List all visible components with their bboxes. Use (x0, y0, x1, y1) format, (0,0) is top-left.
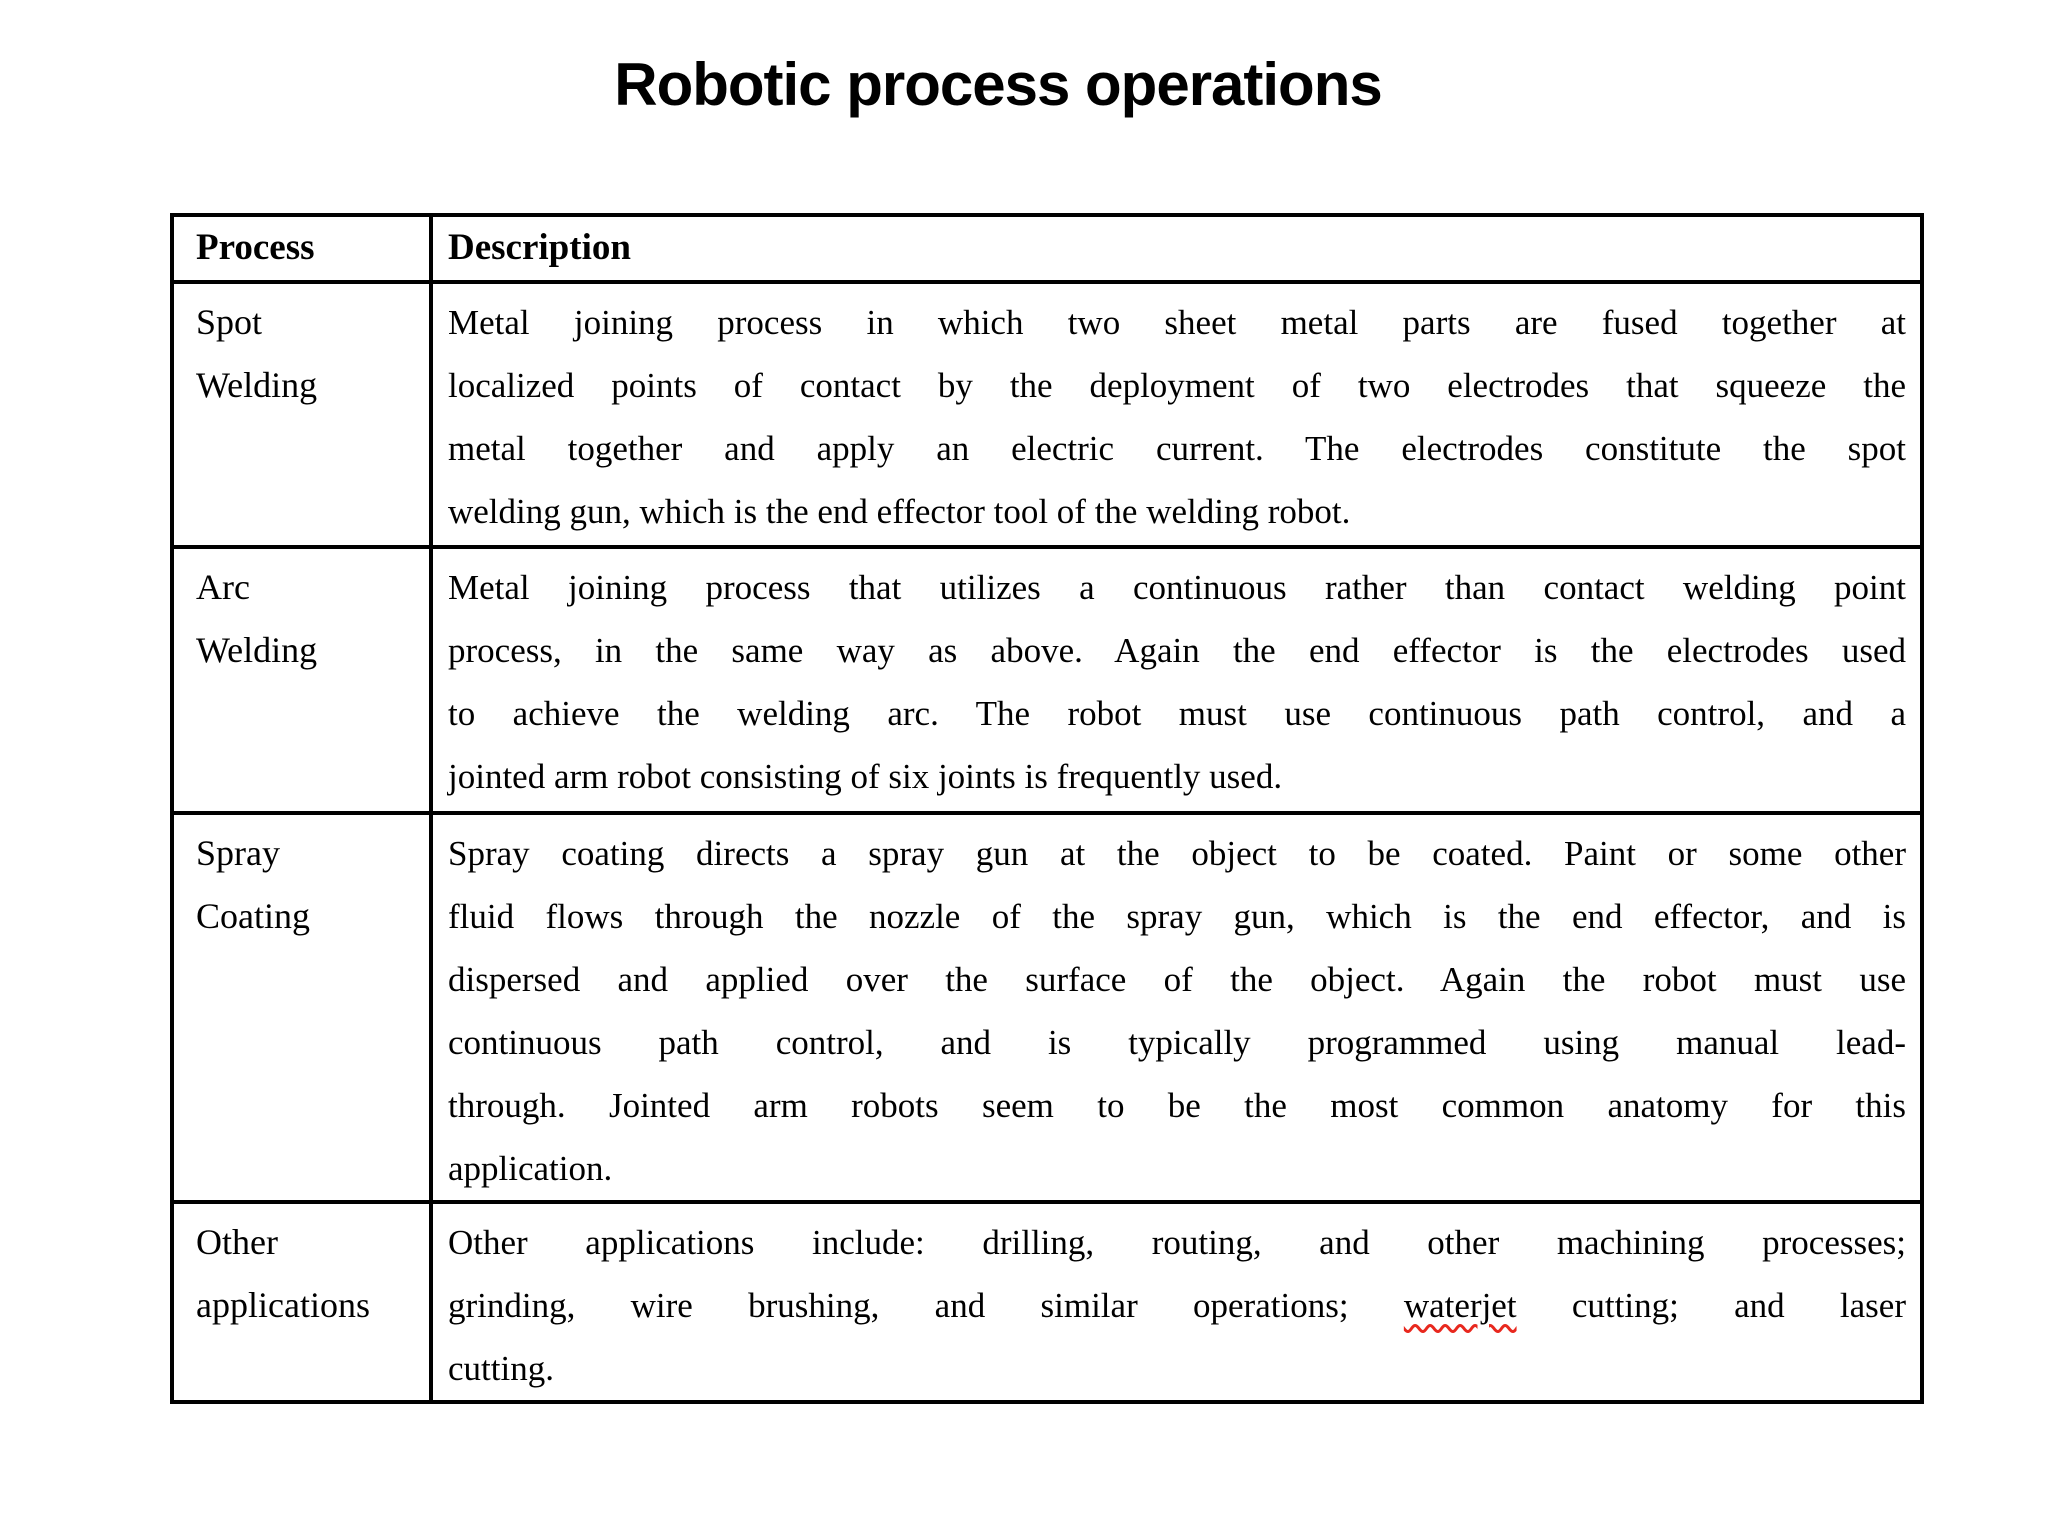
description-cell: Spray coating directs a spray gun at the… (429, 811, 1924, 1204)
description-line: application. (448, 1149, 613, 1188)
description-line: welding gun, which is the end effector t… (448, 492, 1351, 531)
process-line: Spray (196, 833, 280, 873)
description-line: jointed arm robot consisting of six join… (448, 757, 1283, 796)
description-line: continuous path control, and is typicall… (448, 1023, 1906, 1062)
description-line: fluid flows through the nozzle of the sp… (448, 897, 1906, 936)
description-line: through. Jointed arm robots seem to be t… (448, 1086, 1906, 1125)
description-line: process, in the same way as above. Again… (448, 631, 1906, 670)
description-cell: Metal joining process that utilizes a co… (429, 545, 1924, 815)
process-line: Welding (196, 630, 318, 670)
misspelled-word: waterjet (1403, 1286, 1517, 1325)
header-cell-description: Description (429, 213, 1924, 284)
description-line: to achieve the welding arc. The robot mu… (448, 694, 1906, 733)
description-cell: Other applications include: drilling, ro… (429, 1200, 1924, 1404)
process-line: Other (196, 1222, 278, 1262)
process-line: Spot (196, 302, 263, 342)
process-line: Arc (196, 567, 250, 607)
process-cell: Other applications (170, 1200, 433, 1404)
page-title: Robotic process operations (614, 51, 1382, 118)
description-line: dispersed and applied over the surface o… (448, 960, 1906, 999)
process-line: Welding (196, 365, 318, 405)
process-line: Coating (196, 896, 310, 936)
description-line: Metal joining process in which two sheet… (448, 303, 1906, 342)
description-line: Spray coating directs a spray gun at the… (448, 834, 1906, 873)
description-line: cutting. (448, 1349, 554, 1388)
process-line: applications (196, 1285, 370, 1325)
description-cell: Metal joining process in which two sheet… (429, 280, 1924, 549)
description-line: localized points of contact by the deplo… (448, 366, 1906, 405)
table-header-row: Process Description (170, 213, 1924, 284)
description-line: grinding, wire brushing, and similar ope… (448, 1286, 1906, 1325)
header-cell-process: Process (170, 213, 433, 284)
description-line: Other applications include: drilling, ro… (448, 1223, 1906, 1262)
description-line: metal together and apply an electric cur… (448, 429, 1906, 468)
table-row: Other applications Other applications incl… (170, 1200, 1924, 1404)
description-line: Metal joining process that utilizes a co… (448, 568, 1906, 607)
